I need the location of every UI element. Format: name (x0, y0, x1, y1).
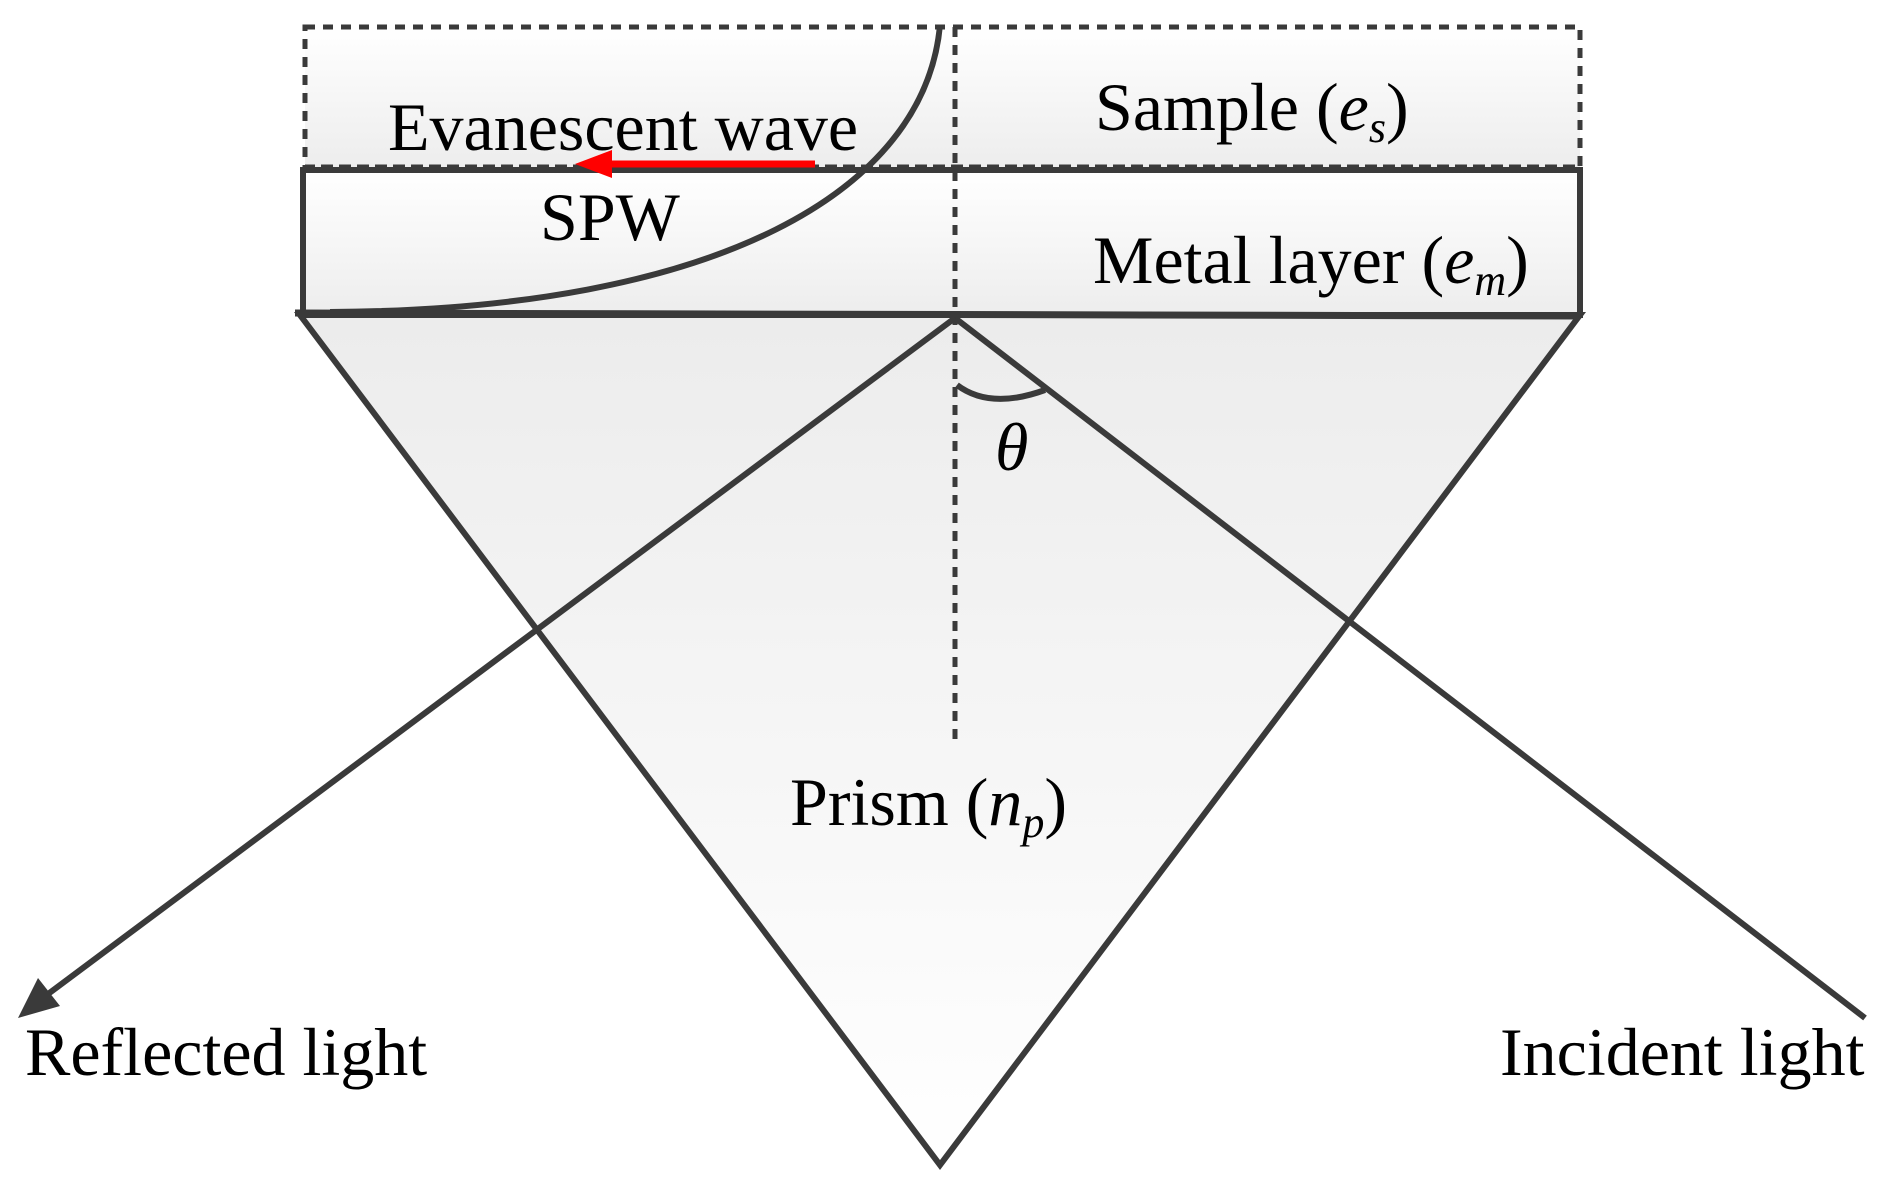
prism-label: Prism (np) (790, 764, 1067, 847)
spw-arrowhead (575, 150, 612, 178)
reflected-arrowhead (18, 978, 60, 1018)
metal-layer (300, 167, 1583, 318)
reflected-light-label: Reflected light (25, 1014, 427, 1090)
evanescent-wave-curve (329, 24, 943, 315)
evanescent-wave-label: Evanescent wave (388, 89, 858, 165)
incident-light-ray (953, 315, 1867, 1021)
prism-triangle (293, 312, 1587, 1170)
sample-label: Sample (es) (1095, 69, 1409, 152)
incident-light-label: Incident light (1500, 1014, 1865, 1090)
reflected-light-ray (38, 315, 957, 1003)
metal-layer-label: Metal layer (em) (1093, 222, 1529, 305)
sample-layer (302, 24, 1583, 170)
theta-label: θ (995, 409, 1028, 485)
angle-arc (955, 382, 1047, 402)
prism-top-edge (294, 309, 1581, 320)
spw-label: SPW (540, 179, 681, 255)
